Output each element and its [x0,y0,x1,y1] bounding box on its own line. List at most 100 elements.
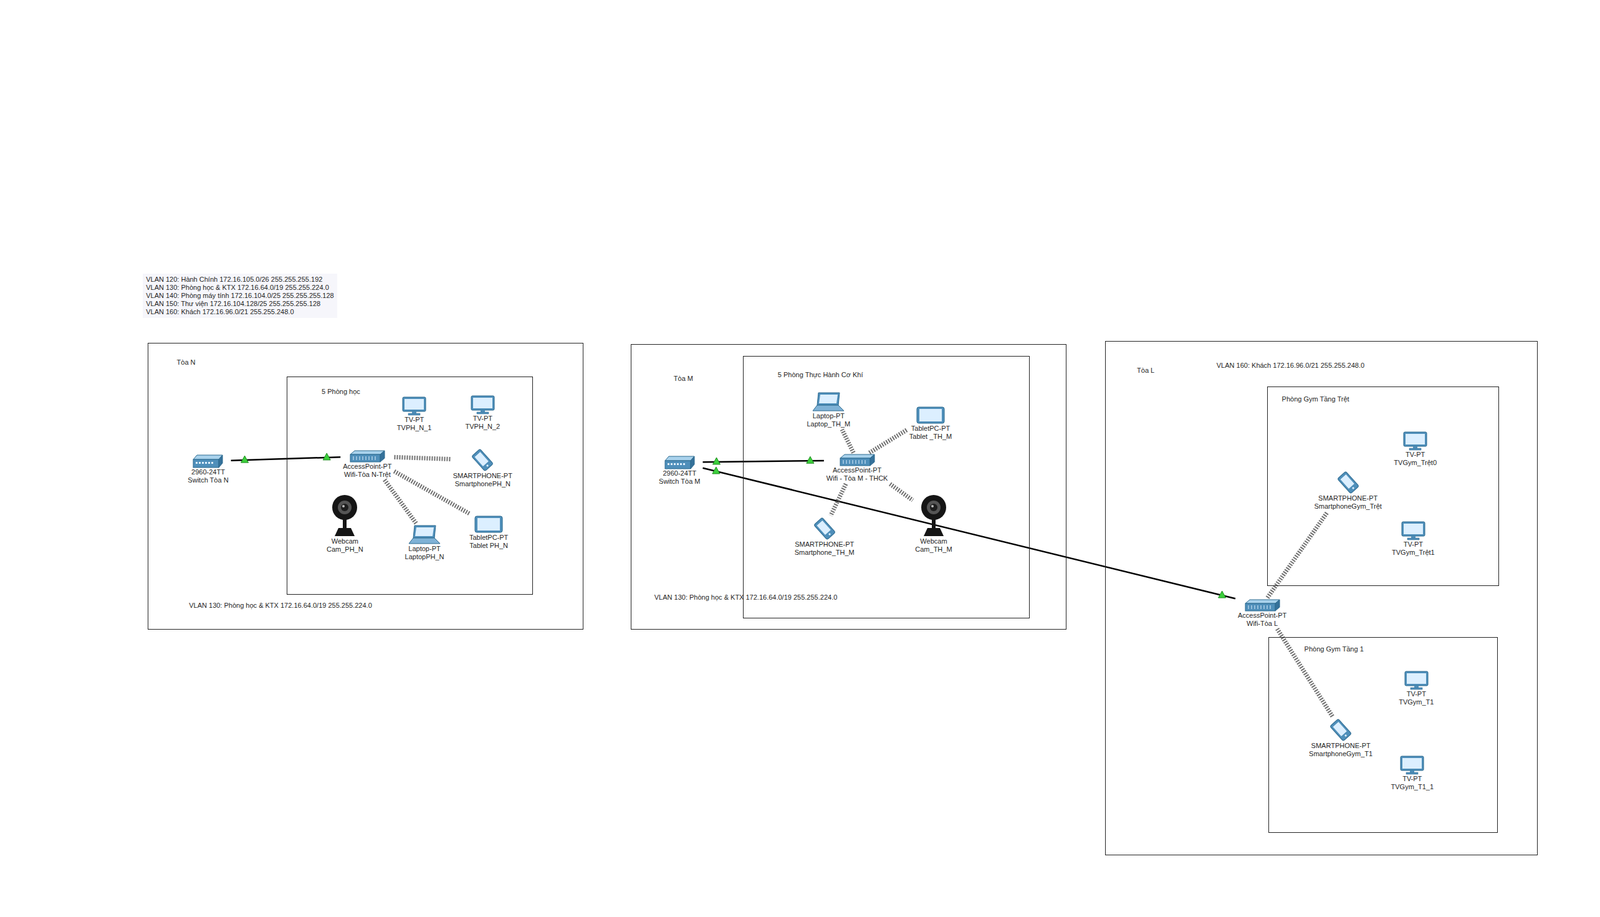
access-point-icon-part [855,459,856,464]
smartphone-icon-part [486,464,490,468]
link-status-light [1218,590,1227,598]
device-model: TV-PT [471,414,494,423]
access-point-icon-part [1248,605,1271,609]
smartphone-device: SMARTPHONE-PTSmartphoneGym_Trệt [1311,469,1384,512]
wireless-link [1277,628,1333,717]
device-model: Webcam [330,537,360,546]
access-point-icon [349,450,386,463]
tv-icon-part [402,397,426,412]
switch-icon-part [667,463,670,465]
smartphone-icon-part [813,517,836,540]
tv-icon [1403,431,1428,451]
switch-icon-part [665,456,695,461]
device-model: SMARTPHONE-PT [1310,741,1372,750]
tv-icon-part [1403,523,1423,535]
access-point-icon-part [870,454,875,466]
smartphone-icon-part [474,451,489,467]
access-point-icon-part [852,459,853,464]
device-model: 2960-24TT [661,469,698,478]
smartphone-icon-part [1333,470,1364,495]
access-point-icon-part [1245,603,1276,611]
wireless-link-line [830,483,846,516]
wireless-link [842,429,854,453]
access-point-icon-part [1257,605,1258,609]
access-point-icon-part [848,459,850,464]
tv-icon [1401,521,1426,541]
zone-title: Tòa M [673,373,694,383]
device-name: Tablet _TH_M [908,432,954,441]
switch-icon-part [690,456,695,469]
tv-icon-part [1403,431,1428,451]
wireless-link-line [1267,511,1328,598]
tv-icon-part [1403,431,1427,447]
device-model: AccessPoint-PT [831,466,883,475]
webcam-icon-part [334,527,355,537]
access-point-icon-part [1269,605,1271,609]
wired-link [703,466,1236,599]
access-point-icon-part [864,459,866,464]
device-name: SmartphonePH_N [453,479,512,489]
laptop-icon-part [413,525,436,538]
tv-icon-part [1413,446,1418,449]
vlan-note-box: VLAN 120: Hành Chính 172.16.105.0/26 255… [142,273,338,318]
device-name: Wifi - Tòa M - THCK [825,474,890,483]
tv-icon-part [411,411,417,414]
switch-icon-part [195,461,214,464]
tv-icon-part [476,411,489,414]
smartphone-icon-part [828,532,832,537]
device-name: Smartphone_TH_M [793,548,856,557]
device-model: TV-PT [403,415,426,424]
device-name: Laptop_TH_M [805,420,852,429]
vlan-note: VLAN 160: Khách 172.16.96.0/21 255.255.2… [1216,360,1366,370]
access-point-icon-part [840,458,871,466]
access-point-icon-part [371,456,373,460]
tv-icon-part [473,397,493,409]
access-point-device: AccessPoint-PTWifi - Tòa M - THCK [823,452,891,484]
vlan-note-line: VLAN 150: Thư viện 172.16.104.128/25 255… [145,299,335,308]
tv-icon-part [1406,772,1418,775]
tv-icon-part [1409,770,1415,773]
device-model: TabletPC-PT [468,533,510,542]
smartphone-device: SMARTPHONE-PTSmartphonePH_N [450,446,515,490]
laptop-icon-part [812,405,844,411]
webcam-device: WebcamCam_PH_N [324,492,366,555]
access-point-icon-part [368,456,369,460]
laptop-icon-part [812,392,845,412]
device-name: Cam_PH_N [325,545,365,554]
switch-icon [192,454,224,469]
smartphone-device: SMARTPHONE-PTSmartphone_TH_M [792,515,858,558]
link-status-light [713,457,721,465]
tablet-icon [473,514,505,534]
wireless-link [384,479,417,524]
tv-icon-part [1400,756,1424,771]
tv-icon-part [408,413,421,416]
switch-icon-part [193,459,219,468]
wireless-link-line [393,456,451,459]
webcam-icon-part [931,504,934,508]
switch-icon-part [680,463,682,465]
building-zone: Tòa NVLAN 130: Phòng học & KTX 172.16.64… [147,342,584,630]
webcam-icon-part [342,519,347,528]
device-name: TVGym_Trệt0 [1392,458,1438,467]
device-name: TVPH_N_1 [395,423,434,432]
link-status-light [241,455,249,463]
access-point-icon-part [355,456,357,460]
switch-device: 2960-24TTSwitch Tòa N [185,453,231,486]
tablet-icon [914,405,947,425]
access-point-icon [1244,598,1281,612]
room-zone: Phòng Gym Tầng 1TV-PTTVGym_T1SMARTPHONE-… [1268,637,1498,833]
device-name: Tablet PH_N [468,541,510,550]
tablet-device: TabletPC-PTTablet PH_N [466,513,511,551]
device-model: SMARTPHONE-PT [451,471,514,480]
device-name: TVPH_N_2 [464,422,502,431]
tv-icon-part [1406,673,1427,684]
wireless-link-line [384,479,417,524]
wireless-link-line [890,483,913,500]
access-point-icon-part [352,456,354,460]
laptop-icon-part [408,537,441,544]
smartphone-icon [1333,470,1364,495]
tv-device: TV-PTTVGym_Trệt0 [1391,430,1440,469]
tv-icon [470,395,495,415]
laptop-icon [812,392,845,412]
